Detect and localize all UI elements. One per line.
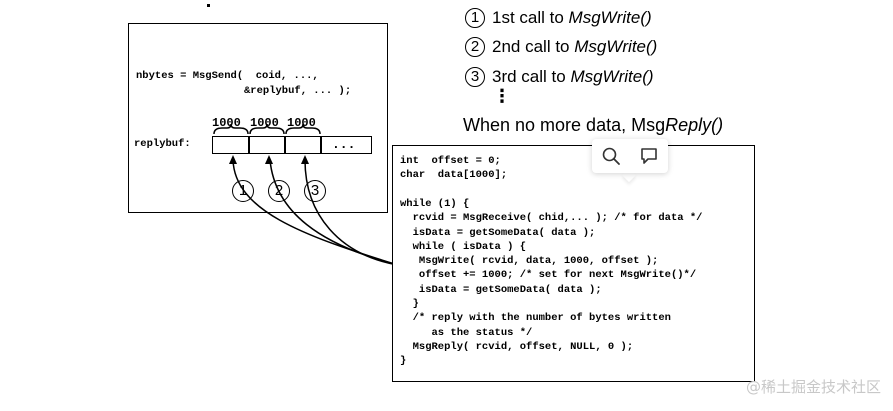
legend-number-3: 3 — [465, 67, 485, 87]
legend-func-1: MsgWrite() — [568, 8, 652, 27]
brace-2 — [249, 123, 285, 135]
code-line: while (1) { — [400, 197, 470, 210]
arrowhead-3 — [301, 155, 309, 164]
call-marker-3: 3 — [304, 180, 326, 202]
code-line: MsgReply( rcvid, offset, NULL, 0 ); — [400, 340, 634, 353]
msgsend-line-2: &replybuf, ... ); — [244, 85, 352, 97]
code-line: rcvid = MsgReceive( chid,... ); /* for d… — [400, 212, 703, 225]
code-line: isData = getSomeData( data ); — [400, 226, 596, 239]
stray-mark — [207, 4, 210, 7]
arrowhead-1 — [229, 155, 237, 164]
brace-3 — [285, 123, 321, 135]
code-line: while ( isData ) { — [400, 240, 527, 253]
msgsend-line-1: nbytes = MsgSend( coid, ..., — [136, 70, 319, 82]
server-code-panel — [392, 145, 755, 382]
search-icon[interactable] — [601, 146, 621, 166]
legend-final-prefix: When no more data, Msg — [463, 115, 666, 135]
legend-item-3: 3 3rd call to MsgWrite() — [465, 65, 654, 89]
watermark: @稀土掘金技术社区 — [745, 378, 881, 396]
legend-final: When no more data, MsgReply() — [463, 115, 723, 136]
buffer-size-2: 1000 — [250, 116, 279, 130]
buffer-size-1: 1000 — [212, 116, 241, 130]
code-line: /* reply with the number of bytes writte… — [400, 312, 671, 325]
legend-number-1: 1 — [465, 8, 485, 28]
legend-number-2: 2 — [465, 37, 485, 57]
legend-func-2: MsgWrite() — [574, 37, 658, 56]
legend-prefix-3: 3rd call to — [492, 67, 571, 86]
buffer-ellipsis: ... — [332, 137, 356, 152]
arrow-2-path — [269, 159, 399, 266]
buffer-cell-rest — [320, 136, 372, 154]
selection-popup — [592, 139, 668, 173]
replybuf-label: replybuf: — [134, 138, 191, 150]
code-line: } — [400, 355, 407, 368]
comment-icon[interactable] — [639, 146, 659, 166]
code-line: isData = getSomeData( data ); — [400, 283, 602, 296]
buffer-cell-3 — [284, 136, 322, 154]
code-line: } — [400, 298, 419, 310]
code-line: int offset = 0; — [400, 155, 501, 167]
legend-prefix-2: 2nd call to — [492, 37, 575, 56]
buffer-cell-1 — [212, 136, 250, 154]
code-line: MsgWrite( rcvid, data, 1000, offset ); — [400, 255, 659, 268]
code-line: offset += 1000; /* set for next MsgWrite… — [400, 269, 697, 282]
legend-final-func: Reply() — [665, 115, 724, 135]
code-line: as the status */ — [400, 326, 533, 339]
arrowhead-2 — [265, 155, 273, 164]
legend-item-2: 2 2nd call to MsgWrite() — [465, 35, 657, 59]
legend-vdots: ⋮ — [493, 86, 511, 106]
legend-prefix-1: 1st call to — [492, 8, 569, 27]
buffer-size-3: 1000 — [287, 116, 316, 130]
call-marker-1: 1 — [232, 180, 254, 202]
arrow-3-path — [304, 159, 399, 266]
arrow-1-path — [232, 159, 399, 266]
code-line: char data[1000]; — [400, 169, 508, 182]
legend-func-3: MsgWrite() — [570, 67, 654, 86]
buffer-cell-2 — [248, 136, 286, 154]
client-panel — [128, 23, 388, 213]
brace-1 — [213, 123, 249, 135]
legend-item-1: 1 1st call to MsgWrite() — [465, 6, 652, 30]
